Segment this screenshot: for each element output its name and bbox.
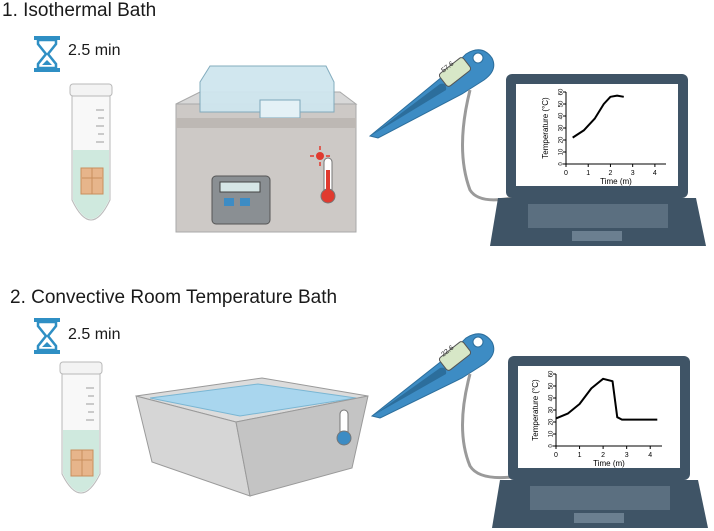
x-tick-label: 0: [564, 170, 568, 177]
sample-tube: [70, 84, 112, 220]
y-tick-label: 30: [559, 124, 565, 131]
x-tick-label: 2: [608, 170, 612, 177]
y-tick-label: 10: [559, 148, 565, 155]
digital-thermometer: [372, 334, 494, 418]
x-tick-label: 1: [586, 170, 590, 177]
y-tick-label: 40: [559, 112, 565, 119]
x-tick-label: 2: [601, 452, 605, 459]
room-temperature-bath: [136, 378, 368, 496]
temperature-series-line: [573, 96, 624, 138]
digital-thermometer: [370, 50, 494, 138]
x-axis-label: Time (m): [600, 177, 632, 186]
y-tick-label: 0: [559, 162, 565, 166]
x-tick-label: 1: [578, 452, 582, 459]
y-tick-label: 10: [549, 430, 555, 437]
y-tick-label: 30: [549, 406, 555, 413]
x-tick-label: 4: [648, 452, 652, 459]
x-tick-label: 4: [653, 170, 657, 177]
sample-tube: [60, 362, 102, 493]
x-tick-label: 3: [625, 452, 629, 459]
y-axis-label: Temperature (°C): [531, 379, 540, 441]
isothermal-water-bath: [176, 66, 356, 232]
y-tick-label: 50: [559, 100, 565, 107]
y-tick-label: 40: [549, 394, 555, 401]
x-axis-label: Time (m): [593, 459, 625, 468]
x-tick-label: 3: [631, 170, 635, 177]
y-tick-label: 20: [559, 136, 565, 143]
x-tick-label: 0: [554, 452, 558, 459]
y-axis-label: Temperature (°C): [541, 97, 550, 159]
y-tick-label: 50: [549, 382, 555, 389]
y-tick-label: 0: [549, 444, 555, 448]
y-tick-label: 60: [549, 370, 555, 377]
y-tick-label: 20: [549, 418, 555, 425]
y-tick-label: 60: [559, 88, 565, 95]
temperature-series-line: [556, 379, 657, 420]
